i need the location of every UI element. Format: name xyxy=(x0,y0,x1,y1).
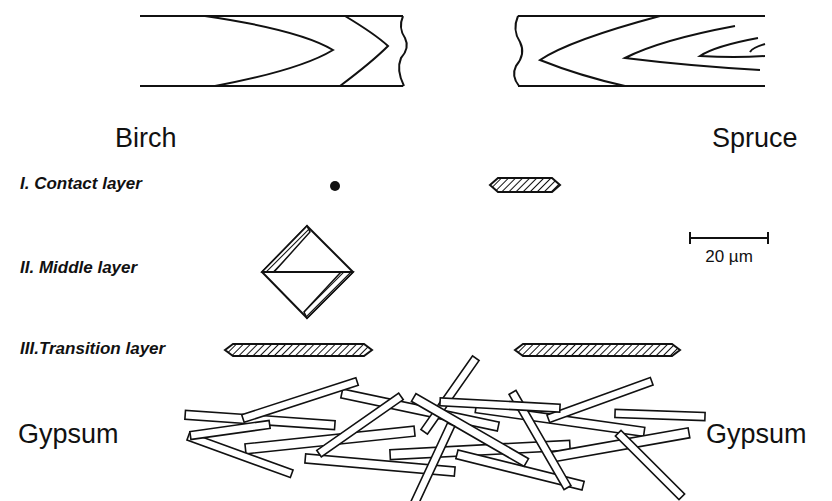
gypsum-needle xyxy=(405,423,455,501)
gypsum-needle xyxy=(615,409,705,420)
layer-name: III.Transition layer xyxy=(20,340,165,359)
gypsum-needle xyxy=(242,378,359,423)
scale-label: 20 µm xyxy=(705,248,753,267)
wood-name: Spruce xyxy=(712,124,798,154)
gypsum-needle xyxy=(187,432,293,477)
gypsum-needle xyxy=(317,393,404,457)
wood-name: Birch xyxy=(115,124,177,154)
birch-wood xyxy=(140,16,407,86)
layer-name: II. Middle layer xyxy=(20,259,137,278)
spruce-contact-crystal xyxy=(490,178,560,192)
gypsum-needles xyxy=(185,356,705,501)
mineral-name: Gypsum xyxy=(18,420,119,450)
gypsum-needle xyxy=(615,430,684,499)
birch-contact-crystal xyxy=(330,181,340,191)
spruce-wood xyxy=(514,16,765,86)
spruce-transition-lath xyxy=(515,344,680,356)
mineral-name: Gypsum xyxy=(706,420,807,450)
scale-bar xyxy=(690,232,768,244)
gypsum-needle xyxy=(440,398,560,412)
gypsum-needle xyxy=(190,420,270,439)
birch-transition-lath xyxy=(225,344,372,356)
layer-name: I. Contact layer xyxy=(20,175,142,194)
octahedral-crystal xyxy=(262,226,353,318)
